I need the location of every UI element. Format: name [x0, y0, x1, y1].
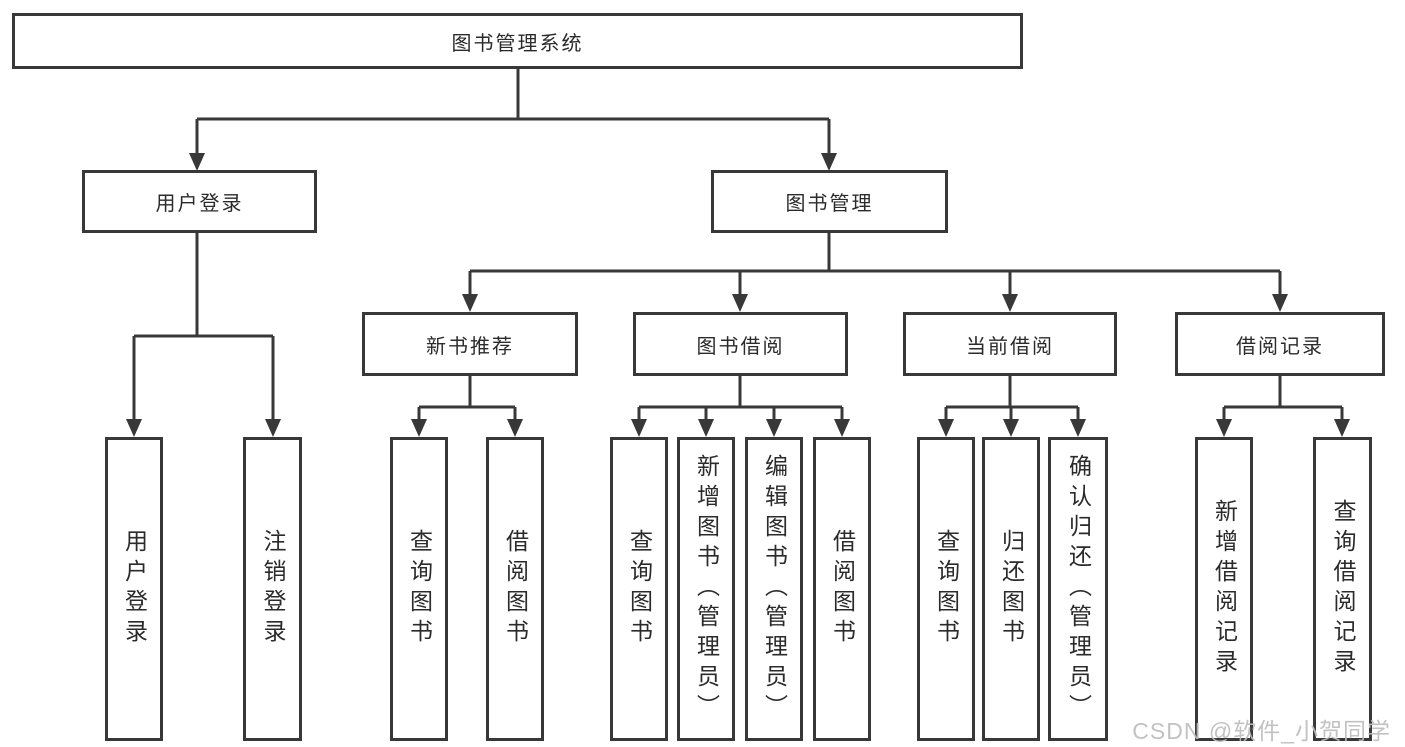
leaf-current-confirm-admin: 确认归还（管理员） — [1048, 437, 1108, 741]
node-user-login: 用户登录 — [82, 170, 317, 233]
leaf-logout-label: 注销登录 — [260, 529, 286, 649]
node-current-borrow: 当前借阅 — [903, 312, 1117, 376]
leaf-record-query-label: 查询借阅记录 — [1330, 499, 1356, 679]
node-current-borrow-label: 当前借阅 — [966, 335, 1054, 358]
leaf-current-return-label: 归还图书 — [998, 529, 1025, 649]
leaf-borrow-query-label: 查询图书 — [626, 529, 653, 649]
node-book-borrow-label: 图书借阅 — [696, 335, 785, 358]
leaf-record-add-label: 新增借阅记录 — [1211, 499, 1238, 679]
leaf-user-login: 用户登录 — [105, 437, 163, 741]
leaf-newbook-query-label: 查询图书 — [406, 529, 433, 649]
leaf-newbook-query: 查询图书 — [390, 437, 448, 741]
leaf-borrow-query: 查询图书 — [610, 437, 668, 741]
node-book-management-label: 图书管理 — [785, 193, 874, 215]
leaf-borrow-edit-admin: 编辑图书（管理员） — [745, 437, 803, 741]
leaf-user-login-label: 用户登录 — [121, 529, 148, 649]
node-borrow-record: 借阅记录 — [1175, 312, 1385, 376]
leaf-record-add: 新增借阅记录 — [1195, 437, 1253, 741]
leaf-current-confirm-admin-label: 确认归还（管理员） — [1065, 454, 1092, 724]
leaf-borrow-add-admin-label: 新增图书（管理员） — [693, 454, 720, 724]
leaf-newbook-borrow-label: 借阅图书 — [502, 529, 529, 649]
node-book-borrow: 图书借阅 — [633, 312, 848, 376]
node-root-label: 图书管理系统 — [451, 32, 584, 55]
leaf-borrow-edit-admin-label: 编辑图书（管理员） — [761, 454, 788, 724]
node-root: 图书管理系统 — [12, 13, 1023, 69]
node-user-login-label: 用户登录 — [155, 193, 244, 215]
leaf-borrow-borrow: 借阅图书 — [813, 437, 871, 741]
leaf-current-query-label: 查询图书 — [933, 529, 960, 649]
node-book-management: 图书管理 — [711, 170, 948, 233]
leaf-borrow-borrow-label: 借阅图书 — [829, 529, 856, 649]
node-borrow-record-label: 借阅记录 — [1236, 335, 1324, 358]
csdn-watermark: CSDN @软件_小贺同学 — [1132, 718, 1391, 744]
leaf-newbook-borrow: 借阅图书 — [486, 437, 544, 741]
leaf-current-return: 归还图书 — [982, 437, 1040, 741]
leaf-current-query: 查询图书 — [917, 437, 975, 741]
leaf-logout: 注销登录 — [243, 437, 302, 741]
node-new-book-recommend-label: 新书推荐 — [426, 335, 514, 358]
leaf-record-query: 查询借阅记录 — [1313, 437, 1372, 741]
node-new-book-recommend: 新书推荐 — [362, 312, 578, 376]
leaf-borrow-add-admin: 新增图书（管理员） — [677, 437, 735, 741]
